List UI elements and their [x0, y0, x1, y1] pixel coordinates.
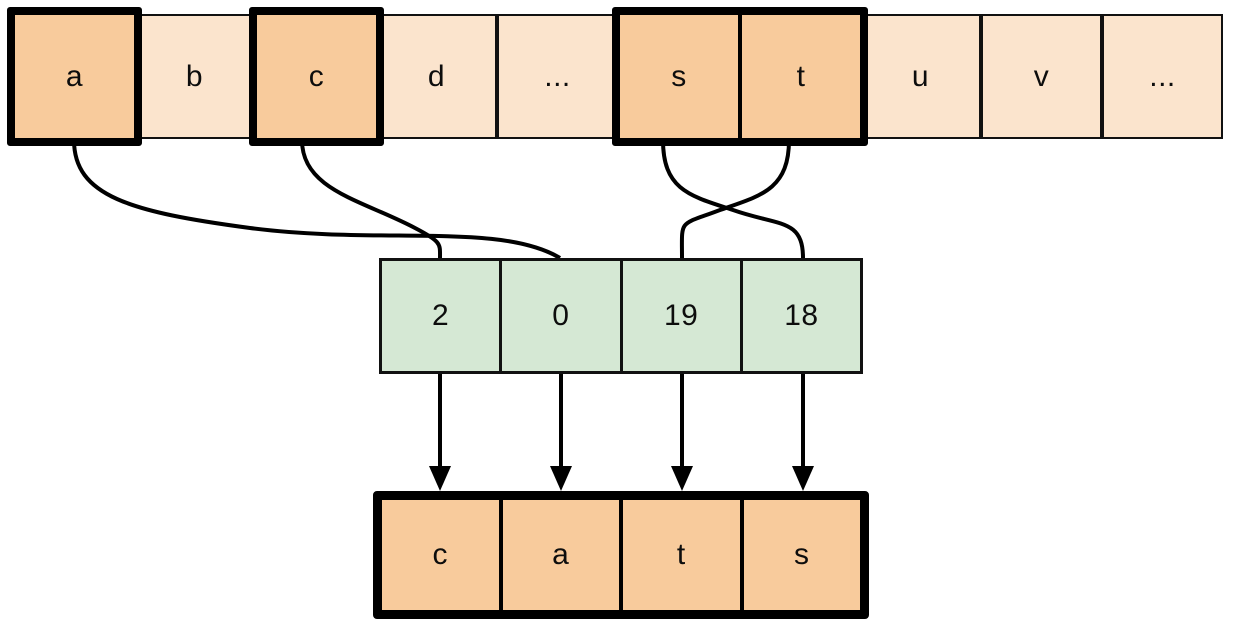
alphabet-cell-u[interactable]: u	[860, 14, 981, 139]
alphabet-cell-label: a	[65, 59, 84, 93]
alphabet-cell-s[interactable]: s	[620, 15, 738, 138]
word-cell-0[interactable]: c	[382, 500, 499, 610]
alphabet-cell-v[interactable]: v	[981, 14, 1102, 139]
word-row: c a t s	[373, 491, 869, 619]
alphabet-cell-ellipsis-1[interactable]: ...	[497, 14, 618, 139]
arrow-index-3-to-word-3	[792, 374, 814, 491]
arrow-index-2-to-word-2	[671, 374, 693, 491]
index-row: 2 0 19 18	[379, 258, 863, 374]
index-cell-label: 19	[663, 299, 699, 332]
connector-c-to-index-2	[300, 139, 443, 259]
alphabet-cell-label: c	[308, 59, 325, 93]
alphabet-row: b d ... u v ... a c	[7, 7, 1223, 146]
word-cell-3[interactable]: s	[739, 500, 860, 610]
alphabet-cell-c[interactable]: c	[257, 15, 376, 138]
connector-s-to-index-18	[661, 139, 805, 259]
alphabet-cell-label: b	[185, 59, 204, 93]
index-cell-0[interactable]: 2	[382, 261, 500, 371]
alphabet-cell-t[interactable]: t	[738, 15, 860, 138]
word-cell-1[interactable]: a	[498, 500, 619, 610]
word-cell-label: a	[552, 538, 570, 571]
index-cell-3[interactable]: 18	[739, 261, 860, 371]
alphabet-cell-label: t	[796, 59, 806, 93]
index-cell-2[interactable]: 19	[619, 261, 740, 371]
alphabet-cell-label: u	[911, 59, 930, 93]
word-cell-label: s	[794, 538, 810, 571]
word-cell-2[interactable]: t	[619, 500, 740, 610]
alphabet-cell-label: s	[671, 59, 687, 93]
alphabet-cell-label: ...	[1149, 59, 1176, 93]
word-cell-label: c	[432, 538, 448, 571]
index-cell-label: 18	[784, 299, 819, 332]
alphabet-cell-label: v	[1033, 59, 1050, 93]
arrow-index-0-to-word-0	[429, 374, 451, 491]
alphabet-cell-b[interactable]: b	[134, 14, 255, 139]
index-cell-label: 2	[432, 299, 450, 332]
alphabet-highlight-group-c[interactable]: c	[249, 7, 384, 146]
index-cell-label: 0	[552, 299, 570, 332]
alphabet-highlight-group-a[interactable]: a	[7, 7, 142, 146]
arrow-index-1-to-word-1	[550, 374, 572, 491]
alphabet-cell-label: ...	[544, 59, 571, 93]
connector-a-to-index-0	[72, 139, 562, 260]
alphabet-highlight-group-st[interactable]: s t	[612, 7, 868, 146]
alphabet-cell-label: d	[427, 59, 446, 93]
index-cell-1[interactable]: 0	[499, 261, 620, 371]
alphabet-cell-a[interactable]: a	[15, 15, 134, 138]
alphabet-cell-d[interactable]: d	[376, 14, 497, 139]
connector-t-to-index-19	[679, 139, 791, 259]
word-cell-label: t	[676, 538, 686, 571]
alphabet-cell-ellipsis-2[interactable]: ...	[1102, 14, 1223, 139]
